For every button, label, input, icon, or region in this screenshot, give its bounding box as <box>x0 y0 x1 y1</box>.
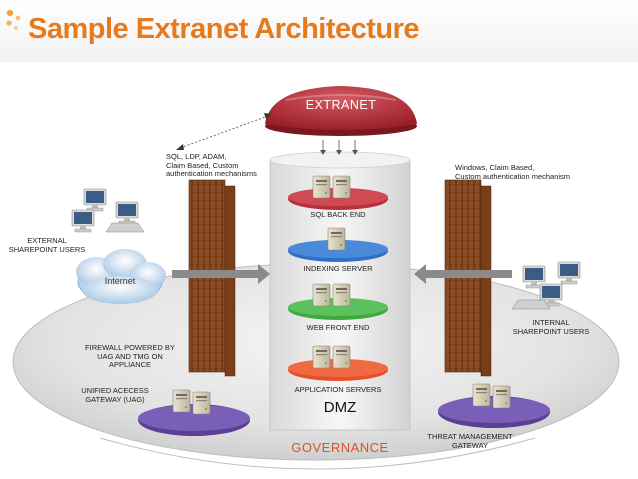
internet-cloud <box>76 249 166 304</box>
right-auth-note-line: Windows, Claim Based, <box>455 163 535 172</box>
firewall-note-line: APPLIANCE <box>108 360 152 369</box>
web-tier-label: WEB FRONT END <box>306 323 370 332</box>
tmg-label: THREAT MANAGEMENT GATEWAY <box>420 432 520 450</box>
title-bar: Sample Extranet Architecture <box>0 0 638 62</box>
firewall-note: FIREWALL POWERED BY UAG AND TMG ON APPLI… <box>80 343 180 370</box>
extranet-dome <box>265 86 417 130</box>
internal-users-line: INTERNAL <box>532 318 570 327</box>
internal-users-computers <box>511 261 581 310</box>
app-tier-label: APPLICATION SERVERS <box>294 385 382 394</box>
governance-label: GOVERNANCE <box>291 440 389 455</box>
page-title: Sample Extranet Architecture <box>28 13 420 45</box>
decorative-dots <box>6 9 21 30</box>
internet-label: Internet <box>104 276 136 286</box>
uag-label-line: UNIFIED ACECESS <box>81 386 149 395</box>
right-auth-note-line: Custom authentication mechanism <box>455 171 571 181</box>
indexing-tier-label: INDEXING SERVER <box>303 264 373 273</box>
right-auth-note: Windows, Claim Based, Custom authenticat… <box>455 163 571 181</box>
left-auth-note-line: Claim Based, Custom <box>166 160 239 170</box>
dmz-label: DMZ <box>323 399 357 416</box>
external-users-computers <box>71 188 145 233</box>
uag-label: UNIFIED ACECESS GATEWAY (UAG) <box>70 386 160 404</box>
external-users-line: SHAREPOINT USERS <box>8 244 86 254</box>
firewall-note-line: UAG AND TMG ON <box>97 351 163 361</box>
left-auth-note-line: authentication mechanisms <box>166 169 257 178</box>
auth-dashed-arrow <box>179 115 269 149</box>
sql-tier-label: SQL BACK END <box>310 210 366 219</box>
tmg-label-line: GATEWAY <box>451 440 489 450</box>
extranet-label: EXTRANET <box>305 98 377 112</box>
left-auth-note-line: SQL, LDP, ADAM, <box>166 152 227 161</box>
inbound-arrow-left <box>172 264 270 284</box>
uag-label-line: GATEWAY (UAG) <box>85 394 145 404</box>
internal-users-line: SHAREPOINT USERS <box>512 326 590 336</box>
firewall-note-line: FIREWALL POWERED BY <box>85 343 175 352</box>
external-users-label: EXTERNAL SHAREPOINT USERS <box>2 236 92 254</box>
internal-users-label: INTERNAL SHAREPOINT USERS <box>506 318 596 336</box>
left-auth-note: SQL, LDP, ADAM, Claim Based, Custom auth… <box>166 152 257 179</box>
inbound-arrow-right <box>414 264 512 284</box>
tmg-label-line: THREAT MANAGEMENT <box>427 432 513 441</box>
external-users-line: EXTERNAL <box>27 236 67 245</box>
